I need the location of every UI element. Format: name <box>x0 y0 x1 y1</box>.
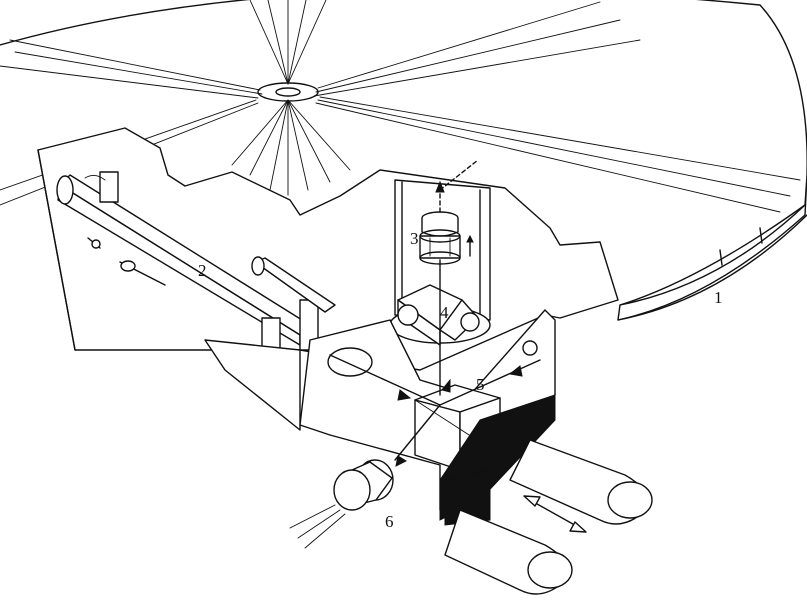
label-eyepiece: 3 <box>410 229 419 248</box>
detector-cylinder <box>289 459 394 549</box>
light-path <box>329 259 541 467</box>
rotating-disk <box>0 0 807 321</box>
eyepiece-assembly <box>419 159 479 265</box>
telescope-tube <box>56 171 319 367</box>
housing-shadow <box>439 394 556 526</box>
disk-hub <box>257 82 319 102</box>
lower-body <box>204 339 301 431</box>
label-tube: 2 <box>198 261 207 280</box>
disk-spokes <box>0 0 801 213</box>
label-mirror: 1 <box>714 288 723 307</box>
label-prism: 4 <box>440 303 449 322</box>
label-detector: 6 <box>385 512 394 531</box>
support-cylinder <box>251 256 336 313</box>
prism-block <box>397 284 480 346</box>
slide-rails <box>444 439 653 595</box>
label-beam-splitter: 5 <box>476 375 485 394</box>
motion-arrow <box>523 495 587 533</box>
